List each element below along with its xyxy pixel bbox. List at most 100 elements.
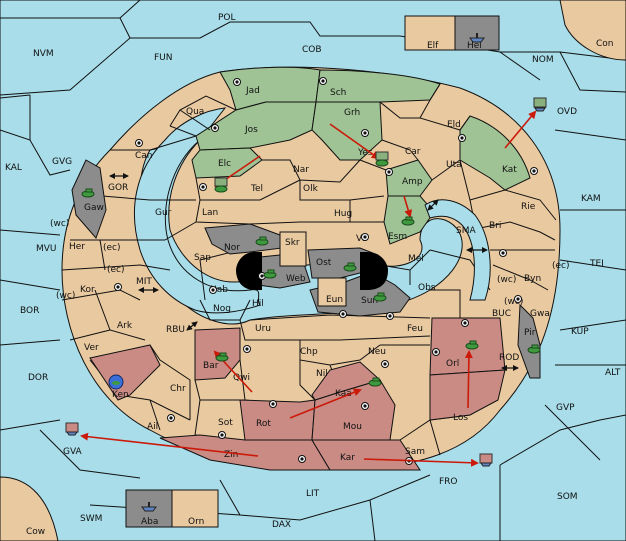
province-eun[interactable] <box>317 277 347 307</box>
label-chp: Chp <box>300 347 318 357</box>
label-mou: Mou <box>343 422 362 432</box>
unit-army-pir[interactable] <box>527 344 541 354</box>
unit-fleet-hel[interactable] <box>469 33 485 43</box>
unit-fleet-ovd[interactable] <box>533 97 547 112</box>
province-skr[interactable] <box>279 231 307 267</box>
supply-center-marker <box>361 233 369 241</box>
label-bar: Bar <box>203 361 219 371</box>
label-sap: Sap <box>194 253 211 263</box>
label-eld: Eld <box>447 120 461 130</box>
unit-army-gaw[interactable] <box>81 188 95 198</box>
province-kar[interactable] <box>311 439 421 471</box>
label-kor: Kor <box>80 285 95 295</box>
supply-center-marker <box>243 345 251 353</box>
unit-army-web[interactable] <box>263 269 277 279</box>
label-fun: FUN <box>154 53 173 63</box>
label-nvm: NVM <box>33 49 54 59</box>
label-hug: Hug <box>334 209 352 219</box>
supply-center-marker <box>385 168 393 176</box>
inner-bay <box>133 107 261 314</box>
label-gvp: GVP <box>556 403 575 413</box>
supply-center-marker <box>298 455 306 463</box>
unit-fleet-gva[interactable] <box>65 422 79 436</box>
province-orn[interactable] <box>171 489 219 528</box>
province-labels: POL COB NVM FUN NOM Con Elf Hel OVD KAL … <box>5 13 621 537</box>
label-rbu: RBU <box>166 325 185 335</box>
label-uta: Uta <box>446 160 462 170</box>
province-elf[interactable] <box>404 15 456 51</box>
label-jad: Jad <box>245 86 260 96</box>
province-ken[interactable] <box>89 344 161 401</box>
label-sam: Sam <box>405 447 425 457</box>
label-hil: Hil <box>252 299 264 309</box>
impassable-east <box>360 252 388 290</box>
unit-army-ken[interactable] <box>108 374 124 390</box>
unit-army-yes[interactable] <box>375 151 389 167</box>
label-mel: Mel <box>408 254 424 264</box>
label-her: Her <box>69 242 85 252</box>
province-rot[interactable] <box>239 399 316 441</box>
label-obs: Obs <box>418 283 436 293</box>
supply-center-marker <box>361 402 369 410</box>
supply-center-marker <box>432 348 440 356</box>
label-car: Car <box>405 147 421 157</box>
unit-army-tel[interactable] <box>214 177 228 193</box>
label-byn: Byn <box>524 274 541 284</box>
province-elc[interactable] <box>191 147 263 179</box>
coast-kor-wc: (wc) <box>56 291 75 301</box>
unit-fleet-aba[interactable] <box>141 502 157 512</box>
label-orn: Orn <box>188 517 204 527</box>
coast-labels: (wc) (ec) (ec) (wc) (wc) (ec) (wc) <box>50 219 570 307</box>
label-grh: Grh <box>344 108 360 118</box>
unit-army-orl[interactable] <box>465 340 479 350</box>
province-jos[interactable] <box>195 101 317 151</box>
supply-center-marker <box>458 134 466 142</box>
label-pir: Pir <box>524 328 536 338</box>
label-chr: Chr <box>170 384 186 394</box>
label-qua: Qua <box>186 107 204 117</box>
label-neu: Neu <box>368 347 386 357</box>
label-kat: Kat <box>502 165 517 175</box>
unit-army-bar[interactable] <box>215 352 229 362</box>
label-los: Los <box>453 413 468 423</box>
coast-byn-ec: (ec) <box>552 261 570 271</box>
supply-center-marker <box>499 249 507 257</box>
label-mvu: MVU <box>36 244 57 254</box>
order-los-orl <box>464 350 473 409</box>
label-gaw: Gaw <box>84 203 104 213</box>
order-kar-fro <box>363 458 479 467</box>
province-grh[interactable] <box>311 101 383 161</box>
unit-army-sun[interactable] <box>373 292 387 302</box>
unit-fleet-fro[interactable] <box>479 453 493 467</box>
supply-center-marker <box>218 431 226 439</box>
province-pir[interactable] <box>517 303 541 379</box>
unit-army-kaa[interactable] <box>368 377 382 387</box>
label-nor: Nor <box>224 243 240 253</box>
label-rot: Rot <box>256 419 271 429</box>
province-gaw[interactable] <box>71 159 107 239</box>
supply-center-marker <box>167 414 175 422</box>
label-cob: COB <box>302 45 322 55</box>
supply-center-marker <box>269 400 277 408</box>
label-bor: BOR <box>20 306 39 316</box>
supply-center-marker <box>114 283 122 291</box>
unit-army-esm[interactable] <box>401 216 415 226</box>
label-nog: Nog <box>213 304 231 314</box>
unit-army-nor[interactable] <box>255 236 269 246</box>
province-aba[interactable] <box>125 489 173 528</box>
label-gur: Gur <box>155 208 172 218</box>
province-nor[interactable] <box>204 223 283 255</box>
label-lan: Lan <box>202 208 218 218</box>
label-buc: BUC <box>492 309 511 319</box>
coast-byn-wc: (wc) <box>497 275 516 285</box>
label-kar: Kar <box>340 453 355 463</box>
label-elc: Elc <box>218 159 231 169</box>
province-kaa[interactable] <box>311 361 381 401</box>
unit-army-ost[interactable] <box>343 262 357 272</box>
label-fro: FRO <box>439 477 458 487</box>
province-kat[interactable] <box>459 115 531 191</box>
label-orl: Orl <box>446 359 459 369</box>
province-amp[interactable] <box>385 159 433 197</box>
label-con: Con <box>596 39 614 49</box>
